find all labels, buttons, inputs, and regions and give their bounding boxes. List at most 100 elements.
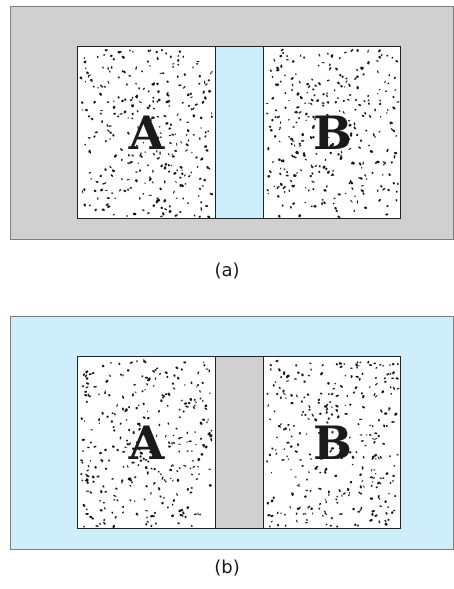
particle-dot: [290, 179, 293, 182]
particle-dot: [381, 54, 383, 57]
particle-dot: [97, 56, 99, 59]
particle-dot: [133, 213, 137, 216]
particle-dot: [179, 211, 182, 213]
particle-dot: [387, 188, 390, 191]
particle-dot: [336, 501, 339, 503]
particle-dot: [81, 417, 83, 420]
particle-dot: [83, 188, 85, 191]
particle-dot: [334, 101, 337, 104]
particle-dot: [110, 132, 112, 134]
particle-dot: [394, 412, 398, 416]
particle-dot: [288, 100, 290, 102]
particle-dot: [384, 500, 387, 503]
particle-dot: [167, 164, 170, 167]
particle-dot: [334, 89, 336, 91]
particle-dot: [202, 418, 206, 421]
particle-dot: [83, 57, 85, 59]
particle-dot: [347, 488, 350, 491]
particle-dot: [308, 471, 310, 473]
particle-dot: [371, 510, 375, 513]
particle-dot: [337, 215, 341, 218]
particle-dot: [298, 117, 301, 120]
particle-dot: [387, 109, 389, 111]
particle-dot: [198, 83, 201, 85]
particle-dot: [97, 197, 99, 200]
particle-dot: [198, 187, 201, 190]
particle-dot: [105, 379, 109, 383]
particle-dot: [296, 394, 299, 397]
particle-dot: [312, 513, 314, 515]
particle-dot: [275, 452, 278, 455]
particle-dot: [199, 116, 202, 119]
particle-dot: [321, 62, 325, 64]
particle-dot: [292, 202, 295, 205]
particle-dot: [112, 525, 115, 528]
particle-dot: [183, 73, 186, 76]
particle-dot: [301, 373, 304, 376]
particle-dot: [79, 76, 83, 80]
particle-dot: [147, 49, 150, 52]
particle-dot: [359, 361, 362, 363]
particle-dot: [176, 197, 178, 199]
particle-dot: [295, 121, 297, 123]
particle-dot: [178, 450, 180, 452]
container-frame: A B: [77, 46, 401, 219]
particle-dot: [378, 130, 381, 133]
particle-dot: [172, 503, 174, 505]
particle-dot: [200, 437, 203, 440]
particle-dot: [210, 115, 213, 118]
particle-dot: [204, 145, 208, 148]
particle-dot: [371, 485, 373, 488]
particle-dot: [209, 484, 212, 487]
particle-dot: [205, 131, 207, 134]
particle-dot: [279, 127, 281, 129]
particle-dot: [335, 67, 339, 71]
particle-dot: [268, 453, 271, 456]
particle-dot: [169, 205, 171, 208]
particle-dot: [112, 214, 115, 216]
particle-dot: [351, 187, 354, 190]
particle-dot: [198, 215, 201, 218]
particle-dot: [276, 115, 280, 118]
particle-dot: [293, 425, 296, 427]
particle-dot: [271, 76, 273, 79]
particle-dot: [310, 490, 312, 492]
particle-dot: [386, 373, 390, 376]
particle-dot: [141, 375, 144, 378]
particle-dot: [362, 466, 364, 470]
particle-dot: [382, 365, 385, 366]
particle-dot: [331, 174, 335, 176]
particle-dot: [152, 96, 155, 98]
particle-dot: [176, 470, 179, 473]
particle-dot: [304, 414, 307, 417]
particle-dot: [104, 448, 107, 451]
particle-dot: [90, 117, 94, 120]
particle-dot: [112, 58, 115, 61]
particle-dot: [362, 161, 363, 164]
particle-dot: [167, 422, 169, 425]
particle-dot: [103, 502, 105, 504]
particle-dot: [288, 119, 290, 121]
particle-dot: [191, 152, 192, 154]
particle-dot: [319, 503, 322, 505]
particle-dot: [108, 459, 110, 461]
particle-dot: [304, 102, 306, 104]
particle-dot: [379, 100, 381, 102]
particle-dot: [191, 108, 193, 110]
particle-dot: [146, 516, 148, 518]
particle-dot: [174, 150, 177, 152]
particle-dot: [370, 476, 374, 478]
particle-dot: [192, 107, 195, 110]
particle-dot: [128, 406, 131, 409]
particle-dot: [210, 438, 212, 442]
particle-dot: [308, 374, 311, 376]
particle-dot: [388, 493, 390, 495]
particle-dot: [286, 442, 289, 444]
particle-dot: [347, 98, 350, 101]
particle-dot: [397, 183, 399, 186]
particle-dot: [277, 195, 280, 198]
particle-dot: [270, 129, 273, 132]
particle-dot: [121, 178, 123, 180]
particle-dot: [185, 405, 189, 408]
particle-dot: [281, 459, 285, 462]
